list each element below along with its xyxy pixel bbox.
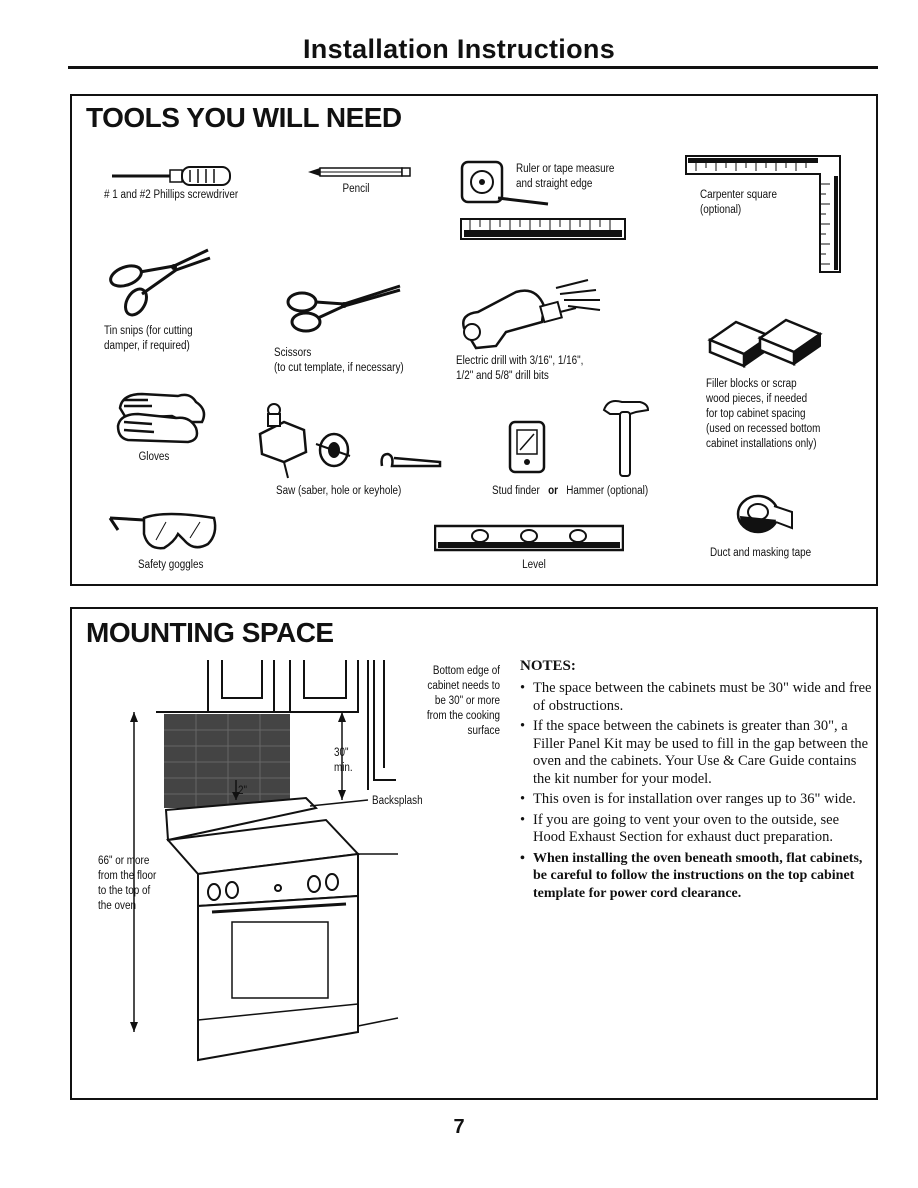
scissors-label-2: (to cut template, if necessary) — [274, 362, 404, 374]
floor-label-4: the oven — [98, 900, 136, 912]
filler-label-5: cabinet installations only) — [706, 438, 817, 450]
square-label-1: Carpenter square — [700, 189, 777, 201]
saw-icon — [258, 403, 442, 479]
pencil-icon — [308, 167, 411, 177]
filler-label-1: Filler blocks or scrap — [706, 378, 797, 390]
note-item: This oven is for installation over range… — [520, 791, 872, 809]
scissors-icon — [286, 284, 401, 333]
note-item: The space between the cabinets must be 3… — [520, 680, 872, 715]
safety-goggles-icon — [108, 512, 217, 550]
note-item-warning: When installing the oven beneath smooth,… — [520, 850, 872, 903]
ruler-label-2: and straight edge — [516, 178, 593, 190]
notes-list: The space between the cabinets must be 3… — [520, 680, 872, 905]
tools-heading: TOOLS YOU WILL NEED — [86, 102, 402, 133]
straight-edge-icon — [460, 218, 626, 240]
cabinet-label-3: be 30" or more — [434, 695, 500, 707]
title-rule — [68, 66, 878, 69]
filler-label-3: for top cabinet spacing — [706, 408, 806, 420]
page-number: 7 — [453, 1116, 465, 1138]
level-icon — [434, 524, 624, 552]
floor-label-3: to the top of — [98, 885, 151, 897]
filler-label-4: (used on recessed bottom — [706, 423, 821, 435]
or-text: or — [548, 485, 558, 497]
electric-drill-icon — [462, 279, 601, 350]
gloves-label: Gloves — [138, 451, 170, 463]
square-label-2: (optional) — [700, 204, 742, 216]
stud-finder-label: Stud finder or Hammer (optional) — [492, 484, 648, 499]
screwdriver-icon — [112, 166, 231, 186]
tin-snips-label-1: Tin snips (for cutting — [104, 325, 193, 337]
scissors-label-1: Scissors — [274, 347, 312, 359]
hammer-icon — [602, 400, 650, 477]
mounting-panel — [70, 607, 878, 1100]
tape-measure-icon — [460, 160, 549, 206]
min-label-1: 30" — [334, 747, 349, 759]
tape-label: Duct and masking tape — [710, 547, 812, 559]
filler-blocks-icon — [707, 318, 823, 368]
stud-finder-text: Stud finder — [492, 485, 540, 497]
screwdriver-label: # 1 and #2 Phillips screwdriver — [104, 189, 239, 201]
min-label-2: min. — [334, 762, 353, 774]
installation-diagram — [130, 660, 399, 1062]
duct-tape-icon — [736, 494, 793, 534]
drill-label-1: Electric drill with 3/16", 1/16", — [456, 355, 584, 367]
ruler-label-1: Ruler or tape measure — [516, 163, 615, 175]
gloves-icon — [116, 392, 206, 444]
hammer-text: Hammer (optional) — [566, 485, 649, 497]
notes-heading: NOTES: — [520, 658, 576, 674]
saw-label: Saw (saber, hole or keyhole) — [276, 485, 402, 497]
drill-label-2: 1/2" and 5/8" drill bits — [456, 370, 549, 382]
page-title: Installation Instructions — [302, 34, 616, 64]
two-inch-label: 2" — [238, 785, 248, 797]
note-item: If you are going to vent your oven to th… — [520, 812, 872, 847]
floor-label-1: 66" or more — [98, 855, 150, 867]
cabinet-label-4: from the cooking — [426, 710, 500, 722]
cabinet-label-5: surface — [467, 725, 500, 737]
pencil-label: Pencil — [342, 183, 370, 195]
mounting-heading: MOUNTING SPACE — [86, 617, 334, 648]
filler-label-2: wood pieces, if needed — [706, 393, 808, 405]
cabinet-label-1: Bottom edge of — [432, 665, 500, 677]
level-label: Level — [522, 559, 546, 571]
floor-label-2: from the floor — [98, 870, 157, 882]
carpenter-square-icon — [685, 155, 841, 273]
goggles-label: Safety goggles — [138, 559, 204, 571]
tin-snips-icon — [109, 248, 211, 317]
backsplash-label: Backsplash — [372, 795, 423, 807]
tools-panel — [70, 94, 878, 586]
cabinet-label-2: cabinet needs to — [427, 680, 500, 692]
note-item: If the space between the cabinets is gre… — [520, 718, 872, 788]
stud-finder-icon — [508, 420, 546, 474]
tin-snips-label-2: damper, if required) — [104, 340, 190, 352]
